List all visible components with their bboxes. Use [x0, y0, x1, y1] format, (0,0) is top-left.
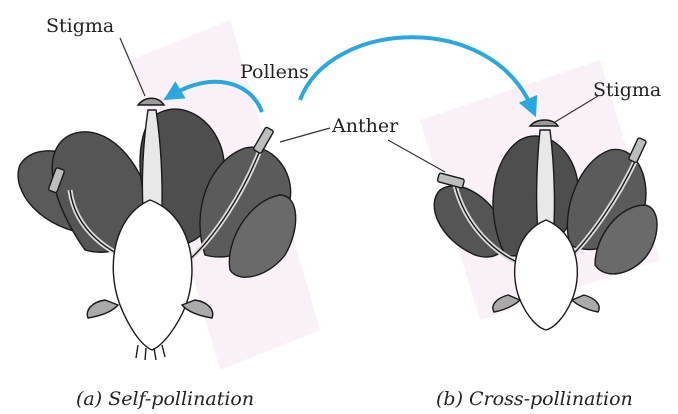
pollens-label: Pollens	[240, 61, 309, 83]
stigma-label-right: Stigma	[593, 79, 661, 101]
sepal	[87, 300, 118, 318]
stigma-label-left: Stigma	[46, 15, 114, 37]
anther	[628, 137, 646, 163]
self-pollination-caption: (a) Self-pollination	[76, 388, 254, 410]
sepal	[572, 295, 599, 312]
cross-pollination-caption: (b) Cross-pollination	[436, 388, 633, 410]
anther-label: Anther	[331, 115, 399, 137]
